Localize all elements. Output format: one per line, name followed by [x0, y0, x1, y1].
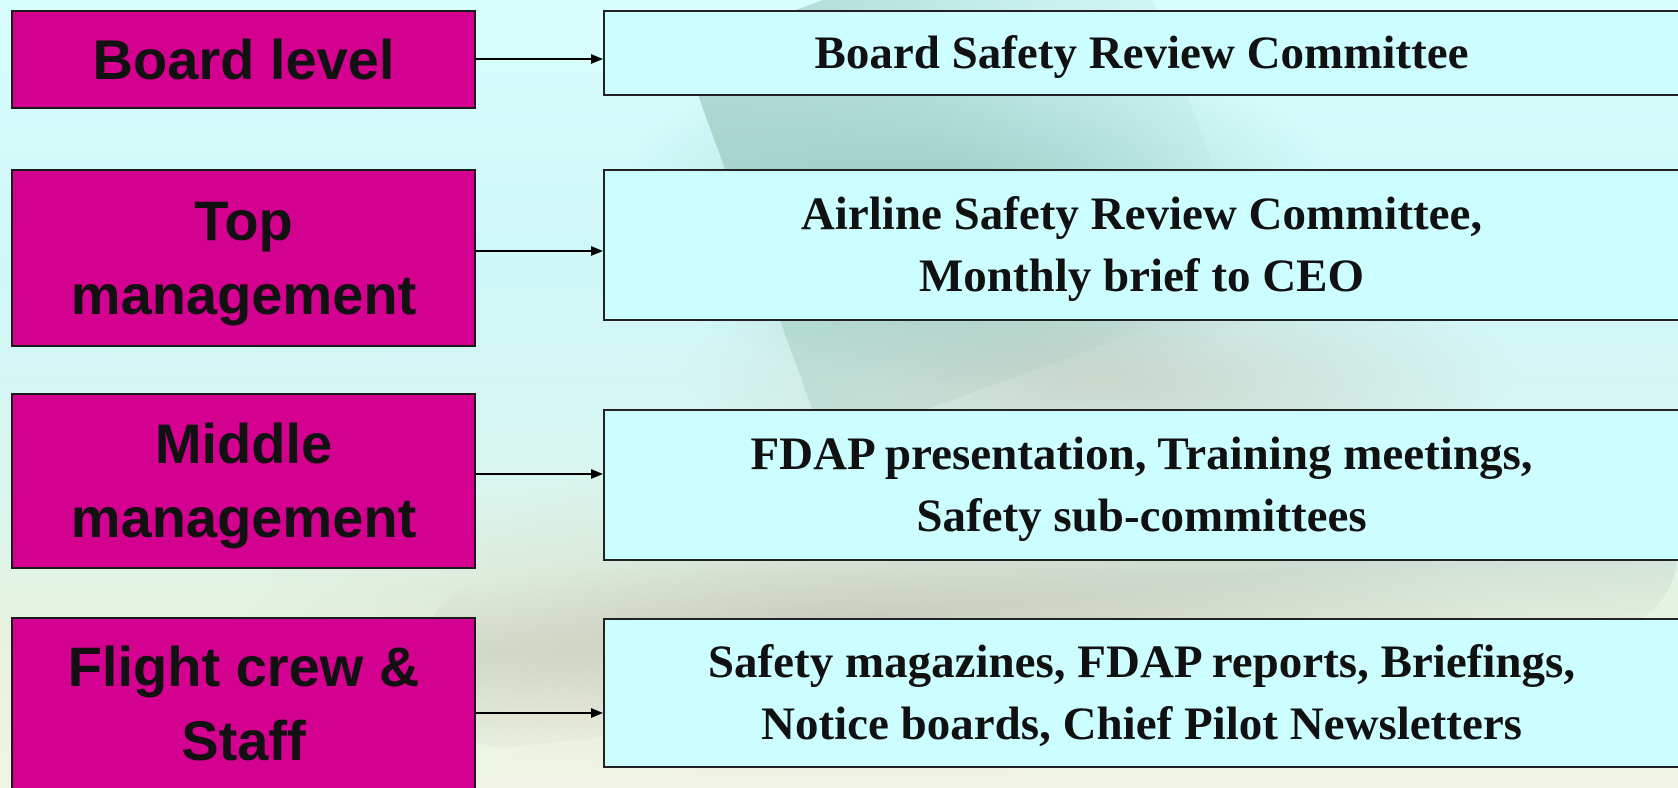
level-box-middle-management: Middle management: [11, 393, 476, 569]
level-label-top-management: Top management: [71, 184, 416, 332]
level-label-line: management: [70, 486, 417, 549]
channel-text-line: Safety magazines, FDAP reports, Briefing…: [707, 636, 1576, 688]
channel-text-top-management: Airline Safety Review Committee, Monthly…: [801, 183, 1482, 307]
arrow-right-icon: [476, 469, 603, 479]
channel-text-board: Board Safety Review Committee: [815, 22, 1469, 84]
arrow-right-icon: [476, 54, 603, 64]
level-label-line: Staff: [181, 708, 306, 772]
level-label-middle-management: Middle management: [71, 407, 416, 555]
channel-box-board: Board Safety Review Committee: [603, 10, 1678, 96]
level-label-line: Flight crew &: [67, 634, 420, 698]
level-label-line: Middle: [154, 412, 333, 475]
channel-box-flight-crew-staff: Safety magazines, FDAP reports, Briefing…: [603, 618, 1678, 768]
level-label-line: Board level: [92, 27, 395, 91]
channel-box-middle-management: FDAP presentation, Training meetings, Sa…: [603, 409, 1678, 561]
channel-text-middle-management: FDAP presentation, Training meetings, Sa…: [750, 423, 1532, 547]
channel-text-line: FDAP presentation, Training meetings,: [750, 428, 1533, 480]
level-label-line: management: [70, 263, 417, 326]
channel-text-line: Airline Safety Review Committee,: [800, 188, 1483, 240]
level-label-board: Board level: [93, 23, 395, 97]
level-label-line: Top: [194, 189, 293, 252]
level-box-board: Board level: [11, 10, 476, 109]
arrow-right-icon: [476, 246, 603, 256]
arrow-connector: [476, 52, 603, 66]
arrow-connector: [476, 706, 603, 720]
arrow-connector: [476, 244, 603, 258]
channel-text-line: Safety sub-committees: [916, 490, 1367, 542]
level-box-top-management: Top management: [11, 169, 476, 347]
channel-text-flight-crew-staff: Safety magazines, FDAP reports, Briefing…: [708, 631, 1575, 755]
channel-text-line: Notice boards, Chief Pilot Newsletters: [761, 698, 1522, 750]
channel-text-line: Monthly brief to CEO: [918, 250, 1365, 302]
channel-text-line: Board Safety Review Committee: [814, 27, 1469, 79]
level-box-flight-crew-staff: Flight crew & Staff: [11, 617, 476, 788]
channel-box-top-management: Airline Safety Review Committee, Monthly…: [603, 169, 1678, 321]
arrow-connector: [476, 467, 603, 481]
level-label-flight-crew-staff: Flight crew & Staff: [68, 630, 420, 778]
arrow-right-icon: [476, 708, 603, 718]
